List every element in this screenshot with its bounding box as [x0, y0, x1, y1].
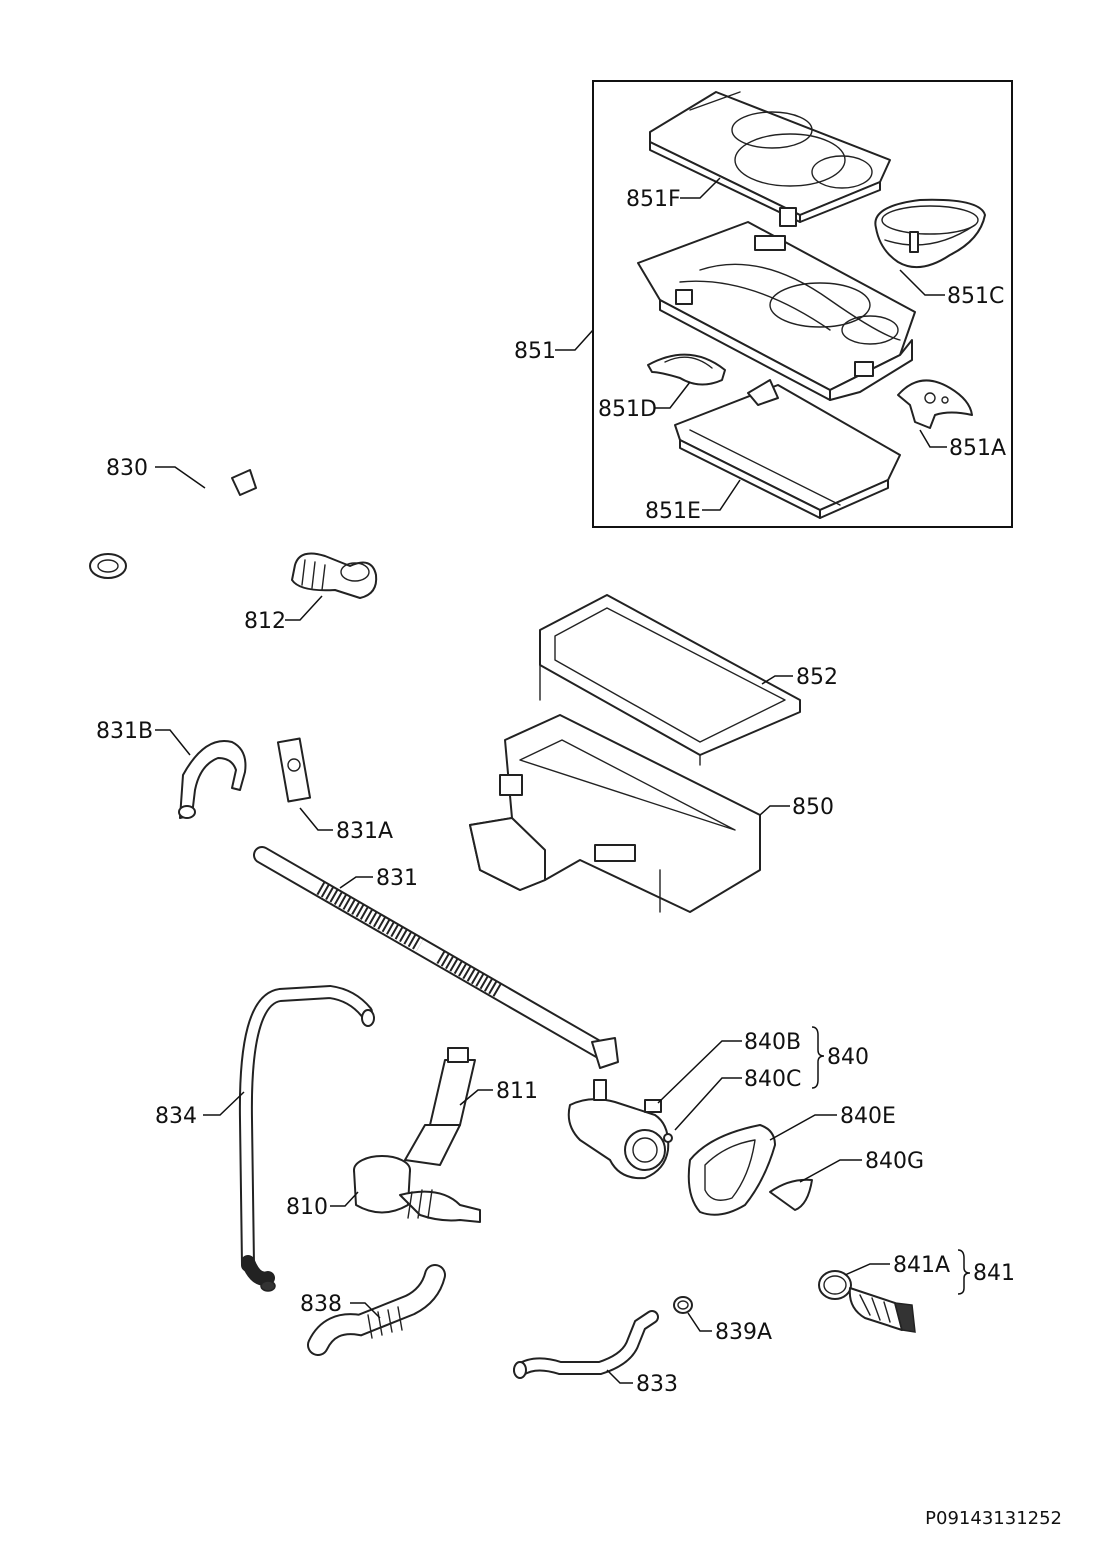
leader-831A	[299, 807, 333, 831]
part-834-drawing	[238, 984, 375, 1292]
leader-812	[285, 595, 323, 621]
part-831-drawing	[253, 846, 619, 1069]
document-id: P09143131252	[925, 1508, 1062, 1529]
label-810: 810	[286, 1195, 328, 1220]
leader-841A	[844, 1263, 890, 1276]
part-831B-drawing	[178, 740, 247, 819]
assembly-851-frame	[592, 80, 1013, 528]
label-851D: 851D	[598, 397, 657, 422]
part-851E-drawing	[674, 379, 901, 519]
part-830-drawing	[89, 469, 257, 579]
leader-851E	[702, 479, 741, 511]
leader-840E	[769, 1114, 837, 1141]
brace-840	[811, 1026, 825, 1089]
leader-852	[761, 675, 793, 685]
part-841-drawing	[818, 1270, 916, 1333]
part-852-drawing	[539, 594, 801, 766]
leader-833	[606, 1369, 633, 1384]
leader-831	[339, 876, 373, 889]
leader-851F	[680, 177, 721, 199]
label-812: 812	[244, 609, 286, 634]
label-851F: 851F	[626, 187, 681, 212]
label-851C: 851C	[947, 284, 1004, 309]
label-831: 831	[376, 866, 418, 891]
label-841: 841	[973, 1261, 1015, 1286]
part-839A-drawing	[673, 1296, 693, 1314]
label-851E: 851E	[645, 499, 701, 524]
label-840C: 840C	[744, 1067, 801, 1092]
leader-811	[459, 1089, 493, 1106]
part-812-drawing	[291, 552, 378, 599]
part-851D-drawing	[647, 353, 726, 386]
label-811: 811	[496, 1079, 538, 1104]
label-841A: 841A	[893, 1253, 950, 1278]
part-840G-drawing	[769, 1178, 813, 1211]
label-851A: 851A	[949, 436, 1006, 461]
leader-851C	[899, 269, 945, 296]
label-840B: 840B	[744, 1030, 801, 1055]
part-810-drawing	[353, 1155, 481, 1223]
leader-831B	[155, 729, 191, 756]
leader-839A	[687, 1312, 712, 1332]
leader-850	[759, 805, 790, 816]
leader-838	[350, 1302, 381, 1319]
part-851C-drawing	[874, 198, 986, 269]
leader-851D	[655, 381, 691, 409]
part-851-drawing	[637, 221, 916, 401]
label-840E: 840E	[840, 1104, 896, 1129]
label-840: 840	[827, 1045, 869, 1070]
label-831B: 831B	[96, 719, 153, 744]
label-831A: 831A	[336, 819, 393, 844]
label-839A: 839A	[715, 1320, 772, 1345]
leader-840B	[657, 1040, 742, 1104]
label-852: 852	[796, 665, 838, 690]
part-840E-drawing	[687, 1124, 776, 1216]
part-831A-drawing	[276, 737, 312, 803]
label-834: 834	[155, 1104, 197, 1129]
part-838-drawing	[307, 1264, 446, 1356]
label-838: 838	[300, 1292, 342, 1317]
leader-851	[555, 329, 594, 351]
part-840-drawing	[567, 1079, 673, 1180]
leader-851A	[919, 429, 947, 448]
leader-834	[203, 1091, 245, 1116]
leader-830	[155, 466, 206, 489]
label-850: 850	[792, 795, 834, 820]
leader-840G	[799, 1159, 862, 1183]
label-851: 851	[514, 339, 556, 364]
part-851F-drawing	[649, 91, 891, 227]
label-840G: 840G	[865, 1149, 924, 1174]
leader-810	[330, 1191, 359, 1207]
part-851A-drawing	[897, 379, 973, 429]
label-833: 833	[636, 1372, 678, 1397]
part-811-drawing	[404, 1047, 476, 1166]
label-830: 830	[106, 456, 148, 481]
part-833-drawing	[513, 1310, 659, 1379]
part-850-drawing	[469, 714, 761, 913]
brace-841	[957, 1249, 971, 1295]
leader-840C	[674, 1077, 742, 1131]
